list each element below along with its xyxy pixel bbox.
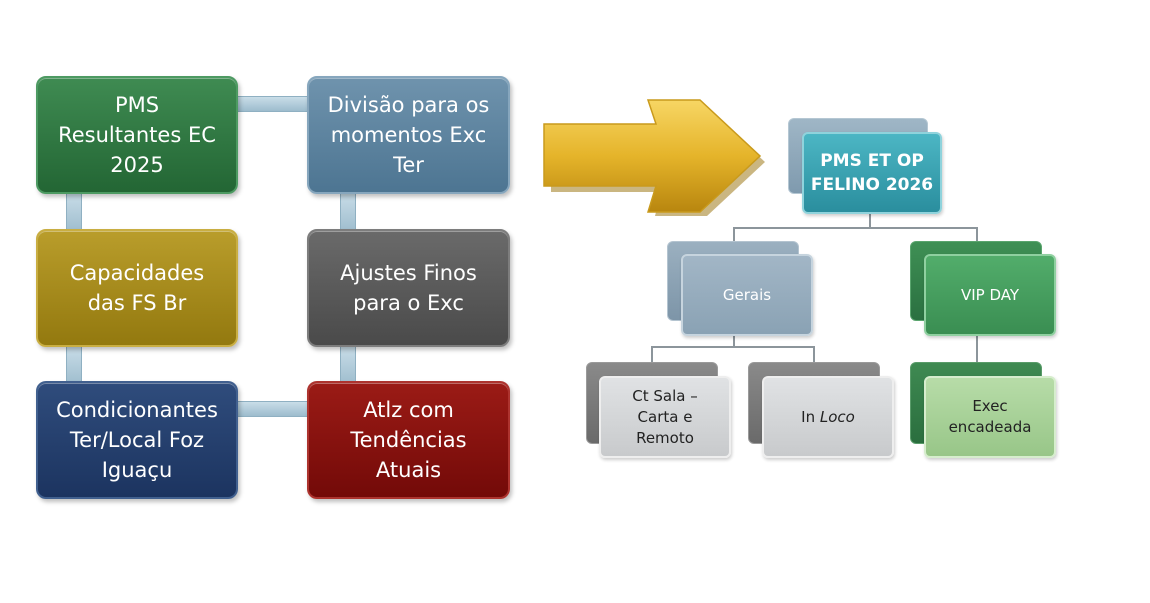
box-condicionantes: Condicionantes Ter/Local Foz Iguaçu <box>36 381 238 499</box>
box-condicionantes-line-3: Iguaçu <box>101 458 173 482</box>
box-capacidades-line-1: Capacidades <box>69 261 205 285</box>
inloco-node: In Loco <box>762 376 894 458</box>
tree-line-to-vip <box>976 227 978 241</box>
box-divisao-line-2: momentos Exc <box>330 123 487 147</box>
box-atlz: Atlz com Tendências Atuais <box>307 381 510 499</box>
box-condicionantes-line-2: Ter/Local Foz <box>69 428 205 452</box>
tree-line-gerais-horizontal <box>651 346 815 348</box>
box-atlz-line-1: Atlz com <box>363 398 454 422</box>
box-capacidades-line-2: das FS Br <box>87 291 187 315</box>
exec-node-line-1: Exec <box>972 397 1008 415</box>
gerais-node-label: Gerais <box>722 286 772 304</box>
box-pms-resultantes: PMS Resultantes EC 2025 <box>36 76 238 194</box>
tree-line-root-down <box>869 212 871 228</box>
box-divisao: Divisão para os momentos Exc Ter <box>307 76 510 194</box>
box-condicionantes-line-1: Condicionantes <box>56 398 218 422</box>
box-ajustes: Ajustes Finos para o Exc <box>307 229 510 347</box>
tree-line-to-inloco <box>813 346 815 362</box>
inloco-node-italic: Loco <box>819 407 855 426</box>
box-ajustes-line-2: para o Exc <box>353 291 464 315</box>
root-node: PMS ET OP FELINO 2026 <box>802 132 942 214</box>
root-node-line-2: FELINO 2026 <box>810 175 934 195</box>
root-node-line-1: PMS ET OP <box>820 151 924 171</box>
box-divisao-line-3: Ter <box>393 153 424 177</box>
box-pms-resultantes-line-1: PMS <box>114 93 160 117</box>
tree-line-to-ctsala <box>651 346 653 362</box>
box-pms-resultantes-line-2: Resultantes EC <box>58 123 216 147</box>
tree-line-to-gerais <box>733 227 735 241</box>
tree-line-vip-down <box>976 336 978 362</box>
exec-node: Exec encadeada <box>924 376 1056 458</box>
gerais-node: Gerais <box>681 254 813 336</box>
box-capacidades: Capacidades das FS Br <box>36 229 238 347</box>
box-ajustes-line-1: Ajustes Finos <box>340 261 477 285</box>
box-divisao-line-1: Divisão para os <box>327 93 490 117</box>
ctsala-node-line-3: Remoto <box>636 428 694 447</box>
ctsala-node-line-1: Ct Sala – <box>632 386 698 405</box>
box-pms-resultantes-line-3: 2025 <box>110 153 164 177</box>
connector-top-horizontal <box>236 96 310 112</box>
tree-line-root-horizontal <box>733 227 978 229</box>
ctsala-node-line-2: Carta e <box>637 407 693 426</box>
inloco-node-prefix: In <box>801 407 820 426</box>
connector-left-upper <box>66 192 82 234</box>
tree-line-gerais-down <box>733 333 735 347</box>
connector-right-upper <box>340 192 356 234</box>
box-atlz-line-3: Atuais <box>375 458 442 482</box>
vip-node: VIP DAY <box>924 254 1056 336</box>
vip-node-label: VIP DAY <box>960 286 1020 304</box>
ctsala-node: Ct Sala – Carta e Remoto <box>599 376 731 458</box>
right-arrow-icon <box>543 99 765 216</box>
connector-bottom-horizontal <box>236 401 310 417</box>
exec-node-line-2: encadeada <box>948 418 1032 436</box>
box-atlz-line-2: Tendências <box>350 428 467 452</box>
